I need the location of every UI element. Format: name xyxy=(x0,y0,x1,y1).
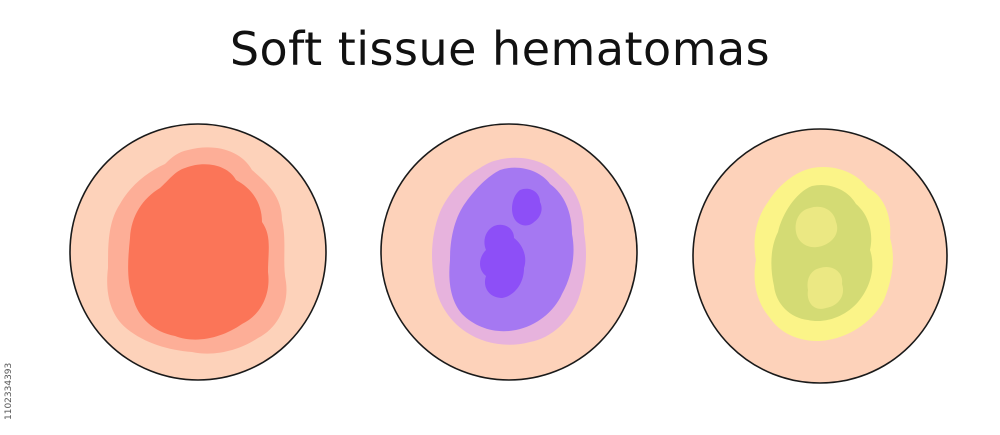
hematoma-purple-spot-top xyxy=(512,188,542,226)
hematoma-purple xyxy=(380,123,638,381)
hematoma-yellow-green xyxy=(692,128,948,384)
circle-outline-yellow xyxy=(692,128,948,384)
circle-outline-red xyxy=(69,123,327,381)
diagram-title: Soft tissue hematomas xyxy=(229,22,771,76)
hematoma-yellow-spot-top xyxy=(795,206,838,248)
circle-outline-purple xyxy=(380,123,638,381)
hematoma-yellow-spot-bottom xyxy=(807,266,844,309)
hematoma-purple-spot-bottom xyxy=(480,224,526,298)
hematoma-red xyxy=(69,123,327,381)
hematoma-red-core xyxy=(128,164,269,340)
hematoma-green-body xyxy=(771,184,873,322)
